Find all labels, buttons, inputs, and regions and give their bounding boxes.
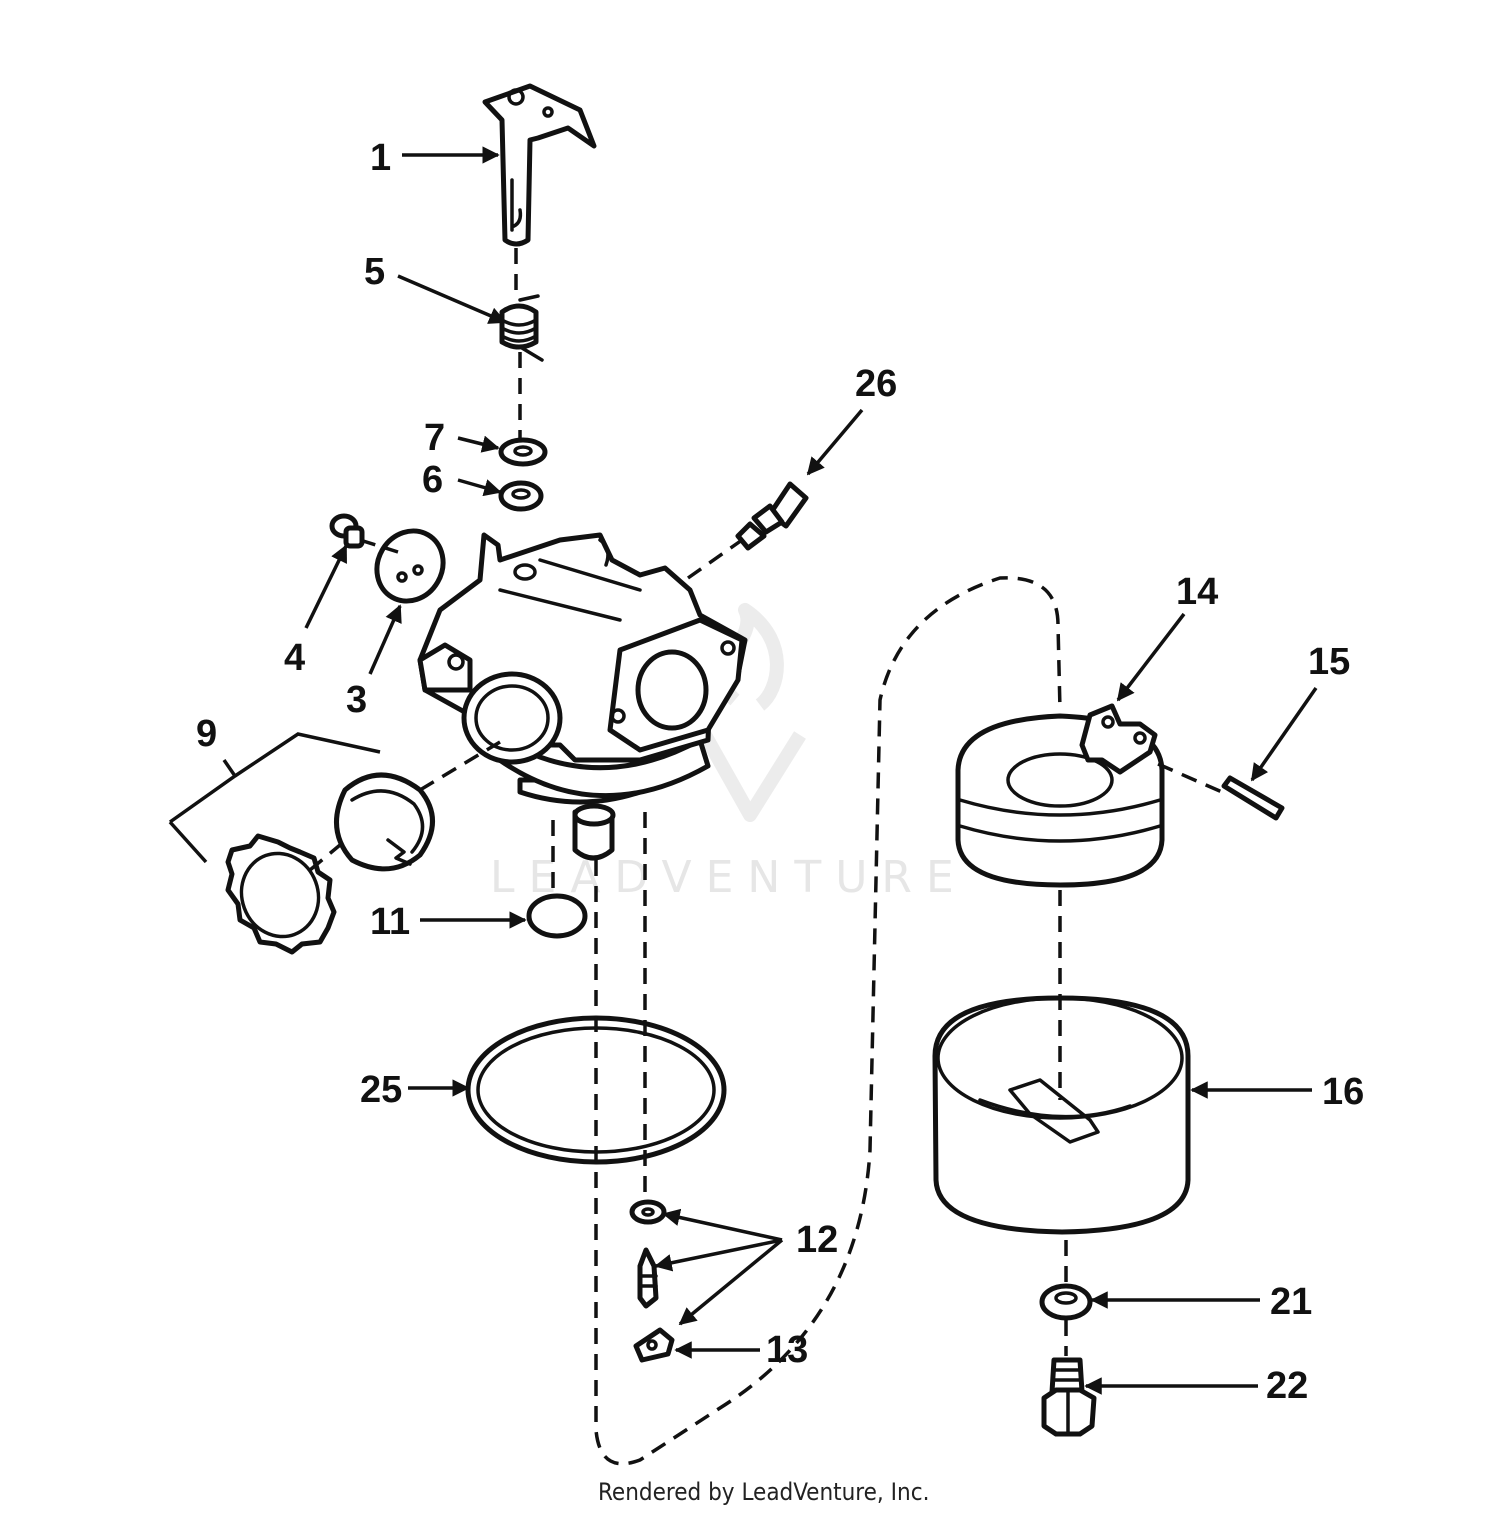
part-22-bowl-nut	[1041, 1357, 1097, 1437]
part-21-gasket	[1039, 1283, 1093, 1321]
callout-11: 11	[370, 901, 410, 943]
part-25-gasket	[465, 1015, 727, 1165]
callout-15: 15	[1308, 641, 1350, 683]
part-6-seal	[498, 480, 544, 512]
callout-12: 12	[796, 1219, 838, 1261]
part-4-screw	[329, 513, 365, 549]
part-3-throttle-plate	[374, 528, 446, 604]
callout-4: 4	[284, 637, 305, 679]
callout-3: 3	[346, 679, 367, 721]
part-11-welch-plug	[526, 893, 588, 939]
leader-lines	[168, 146, 1318, 1395]
callout-1: 1	[370, 137, 391, 179]
callout-25: 25	[360, 1069, 402, 1111]
carburetor-body	[417, 532, 748, 861]
callout-13: 13	[766, 1329, 808, 1371]
part-5-spring	[499, 294, 544, 362]
callout-21: 21	[1270, 1281, 1312, 1323]
part-7-seal	[498, 437, 548, 467]
part-12-needle-assembly	[629, 1199, 667, 1309]
callouts: 1 5 26 7 6 4 3 9 14 15 11 25 16 12 21 13…	[196, 137, 1364, 1407]
assembly-lines	[308, 248, 1223, 1466]
part-1-throttle-shaft	[482, 83, 597, 247]
part-26-fuel-fitting	[735, 481, 809, 551]
callout-26: 26	[855, 363, 897, 405]
part-13-clip	[633, 1327, 675, 1363]
footer-credit: Rendered by LeadVenture, Inc.	[598, 1478, 929, 1506]
part-9-primer-assembly	[225, 772, 435, 955]
callout-9: 9	[196, 713, 217, 755]
callout-14: 14	[1176, 571, 1218, 613]
callout-6: 6	[422, 459, 443, 501]
callout-16: 16	[1322, 1071, 1364, 1113]
callout-7: 7	[424, 417, 445, 459]
part-15-float-pin	[1221, 775, 1285, 821]
part-14-float	[955, 703, 1165, 888]
callout-22: 22	[1266, 1365, 1308, 1407]
callout-5: 5	[364, 251, 385, 293]
